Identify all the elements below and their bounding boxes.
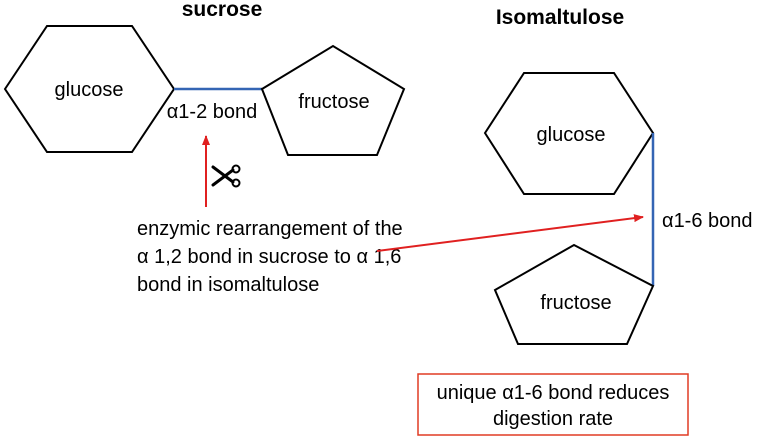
note-box bbox=[417, 373, 689, 436]
rearrangement-arrow bbox=[376, 214, 644, 252]
sucrose-fructose-label: fructose bbox=[298, 91, 369, 113]
isomaltulose-bond-label: α1-6 bond bbox=[662, 210, 753, 232]
isomaltulose-glucose-label: glucose bbox=[537, 124, 606, 146]
note-line-1: unique α1-6 bond reduces bbox=[437, 382, 670, 404]
rearrangement-text-line-2: α 1,2 bond in sucrose to α 1,6 bbox=[137, 246, 401, 268]
isomaltulose-fructose-label: fructose bbox=[540, 292, 611, 314]
sucrose-glucose-label: glucose bbox=[55, 79, 124, 101]
sucrose-title: sucrose bbox=[182, 0, 263, 21]
isomaltulose-title: Isomaltulose bbox=[496, 6, 624, 29]
rearrangement-text-line-3: bond in isomaltulose bbox=[137, 274, 319, 296]
rearrangement-text-line-1: enzymic rearrangement of the bbox=[137, 218, 403, 240]
sucrose-fructose-pentagon bbox=[260, 44, 406, 156]
isomaltulose-fructose-pentagon bbox=[493, 243, 655, 345]
sucrose-bond-label: α1-2 bond bbox=[167, 101, 258, 123]
note-line-2: digestion rate bbox=[493, 408, 613, 430]
scissors-icon bbox=[211, 164, 241, 188]
